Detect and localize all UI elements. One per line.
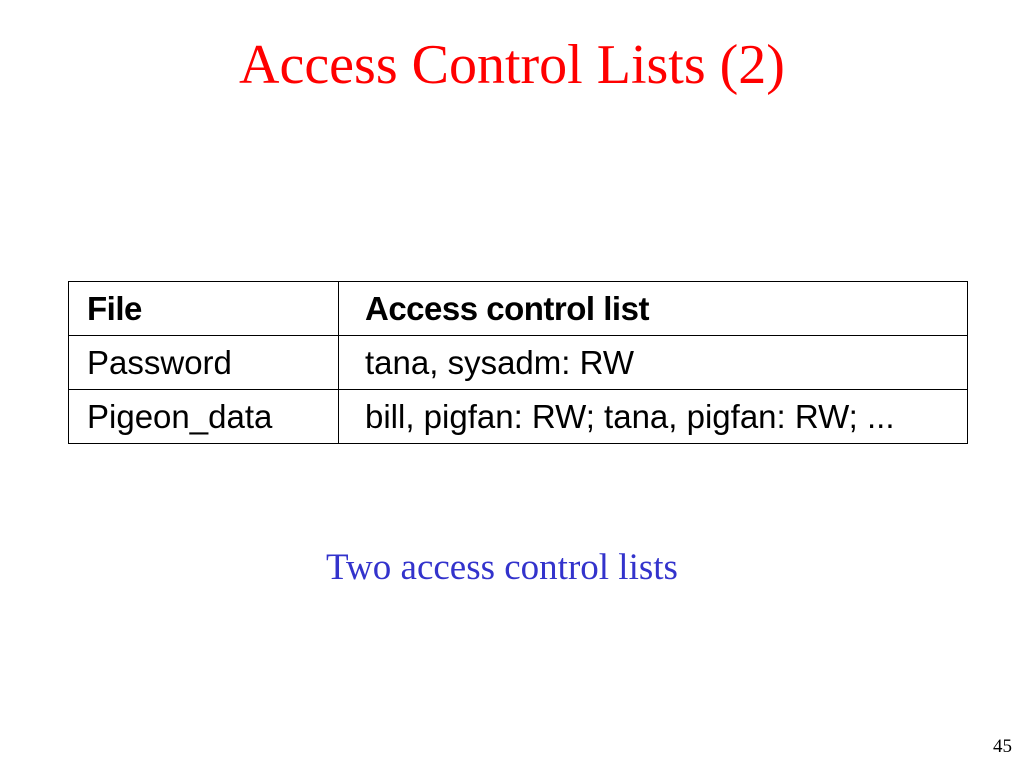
slide-title: Access Control Lists (2) [239,34,785,96]
column-header-file: File [68,281,339,336]
table-row: Pigeon_data bill, pigfan: RW; tana, pigf… [68,389,968,444]
file-cell: Pigeon_data [68,389,339,444]
table-row: Password tana, sysadm: RW [68,335,968,390]
acl-cell: bill, pigfan: RW; tana, pigfan: RW; ... [338,389,968,444]
table-caption: Two access control lists [326,547,678,588]
page-number: 45 [993,736,1012,757]
acl-table: File Access control list Password tana, … [68,281,968,444]
table-header-row: File Access control list [68,281,968,336]
file-cell: Password [68,335,339,390]
column-header-acl: Access control list [338,281,968,336]
acl-cell: tana, sysadm: RW [338,335,968,390]
